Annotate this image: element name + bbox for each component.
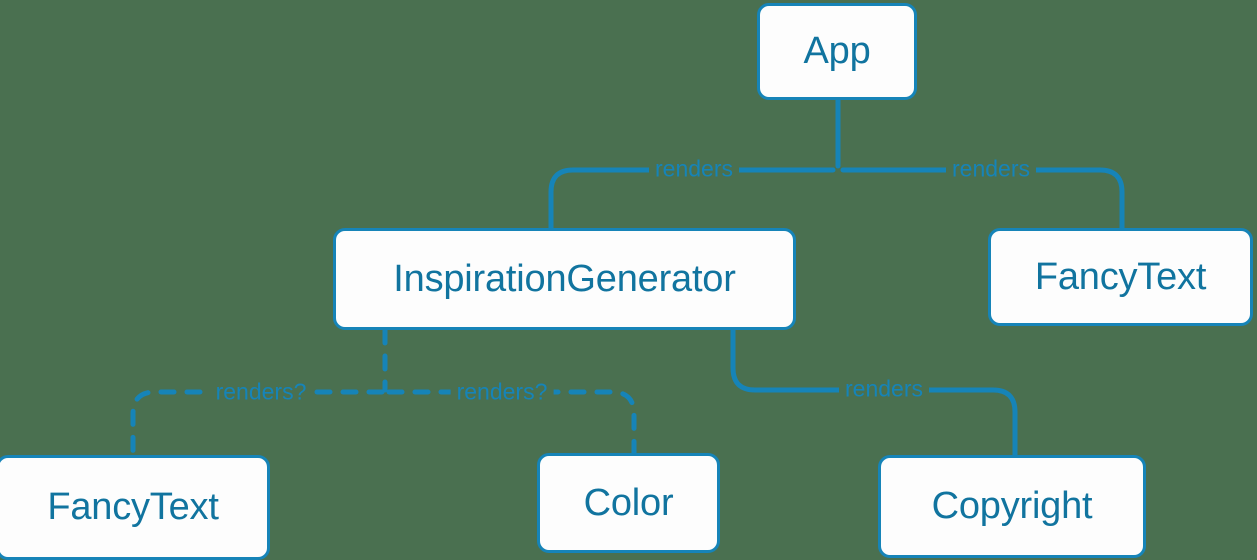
node-app[interactable]: App <box>757 3 917 100</box>
node-app-label: App <box>803 30 871 72</box>
edge-label-inspiration-generator-to-color: renders? <box>450 380 554 404</box>
edge-label-app-to-inspiration-generator: renders <box>649 157 739 181</box>
node-fancytext-bottom-label: FancyText <box>47 486 219 528</box>
edge-inspiration-generator-to-fancytext-bottom <box>130 389 385 458</box>
node-inspiration-generator[interactable]: InspirationGenerator <box>333 228 796 330</box>
node-color[interactable]: Color <box>537 453 720 553</box>
edge-app-to-fancytext-top <box>840 167 1125 231</box>
edge-label-inspiration-generator-to-copyright: renders <box>839 377 929 401</box>
node-fancytext-top[interactable]: FancyText <box>988 228 1253 326</box>
edge-inspiration-generator-to-color <box>386 389 637 456</box>
node-inspiration-generator-label: InspirationGenerator <box>393 257 736 300</box>
node-copyright[interactable]: Copyright <box>878 455 1146 558</box>
node-fancytext-top-label: FancyText <box>1034 255 1207 298</box>
node-fancytext-bottom[interactable]: FancyText <box>0 455 270 560</box>
edge-label-app-to-fancytext-top: renders <box>946 157 1036 181</box>
node-color-label: Color <box>583 481 674 524</box>
edge-app-to-inspiration-generator <box>548 167 836 231</box>
node-copyright-label: Copyright <box>931 485 1093 527</box>
edge-label-inspiration-generator-to-fancytext-bottom: renders? <box>209 380 313 404</box>
